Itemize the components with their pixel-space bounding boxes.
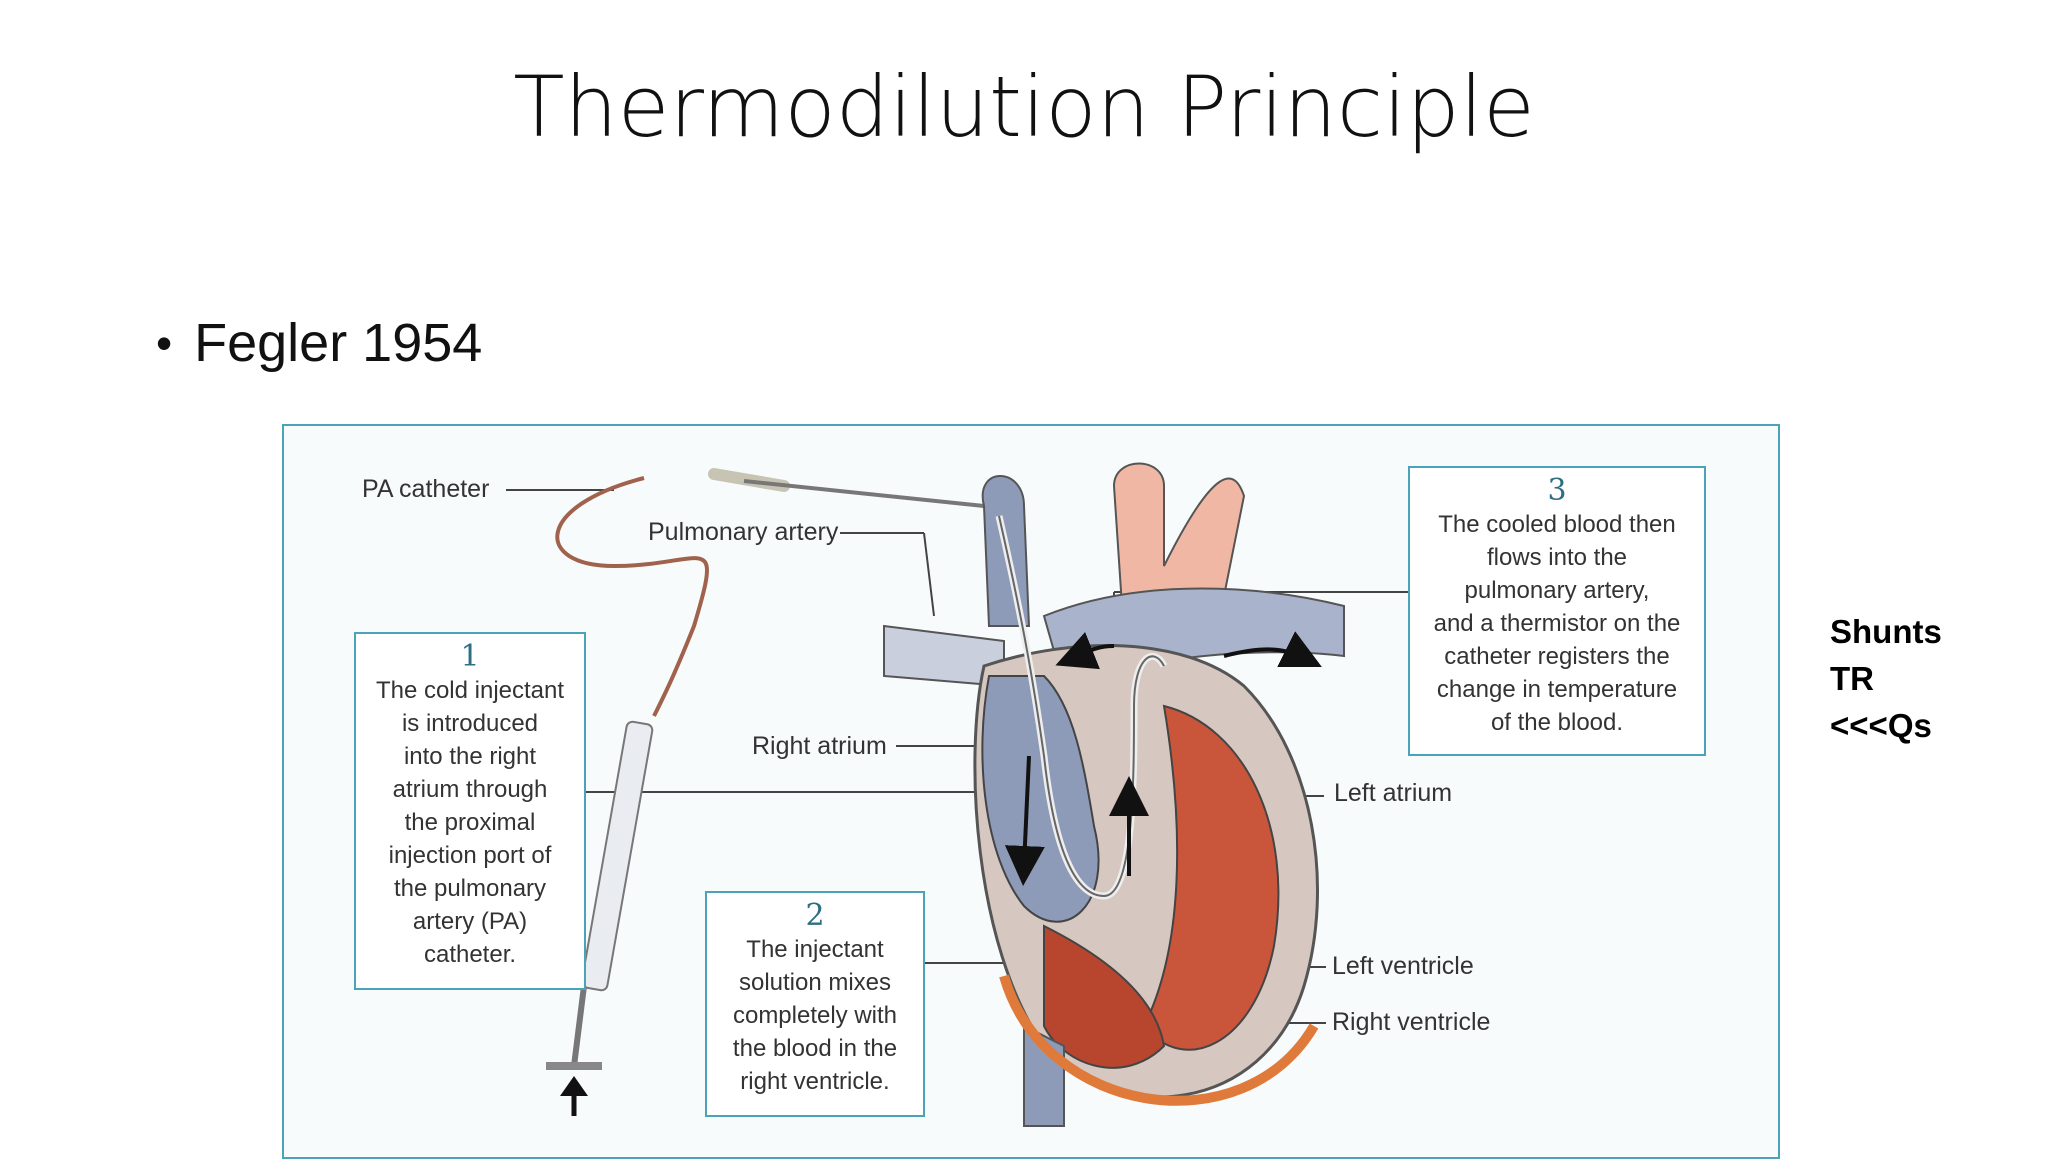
label-right-ventricle: Right ventricle [1332, 1008, 1491, 1036]
slide-title: Thermodilution Principle [513, 58, 1535, 156]
thermodilution-figure: PA catheter Pulmonary artery Right atriu… [282, 424, 1780, 1159]
label-left-ventricle: Left ventricle [1332, 952, 1474, 980]
side-note-shunts: Shunts [1830, 613, 1942, 650]
callout-1-text: The cold injectant is introduced into th… [375, 677, 565, 968]
side-note-qs: <<<Qs [1830, 707, 1932, 744]
side-notes: Shunts TR <<<Qs [1830, 608, 1942, 749]
heart-shape [883, 462, 1345, 1127]
callout-step-3: 3 The cooled blood then flows into the p… [1408, 466, 1706, 756]
label-pulmonary-artery: Pulmonary artery [648, 518, 839, 546]
heart-illustration [506, 462, 1409, 1127]
label-right-atrium: Right atrium [752, 732, 887, 760]
syringe-and-catheter [546, 468, 985, 1116]
flow-arrows [1004, 631, 1322, 886]
bullet-item: • Fegler 1954 [156, 312, 482, 374]
callout-step-1: 1 The cold injectant is introduced into … [354, 632, 586, 990]
label-left-atrium: Left atrium [1334, 779, 1453, 807]
callout-3-text: The cooled blood then flows into the pul… [1433, 511, 1681, 736]
callout-3-number: 3 [1547, 473, 1567, 508]
callout-1-number: 1 [460, 639, 480, 674]
callout-step-2: 2 The injectant solution mixes completel… [705, 891, 925, 1117]
callout-2-number: 2 [805, 898, 825, 933]
callout-2-text: The injectant solution mixes completely … [732, 936, 898, 1095]
bullet-dot-icon: • [156, 317, 173, 369]
side-note-tr: TR [1830, 660, 1874, 697]
bullet-text: Fegler 1954 [194, 313, 483, 373]
label-pa-catheter: PA catheter [362, 475, 490, 503]
